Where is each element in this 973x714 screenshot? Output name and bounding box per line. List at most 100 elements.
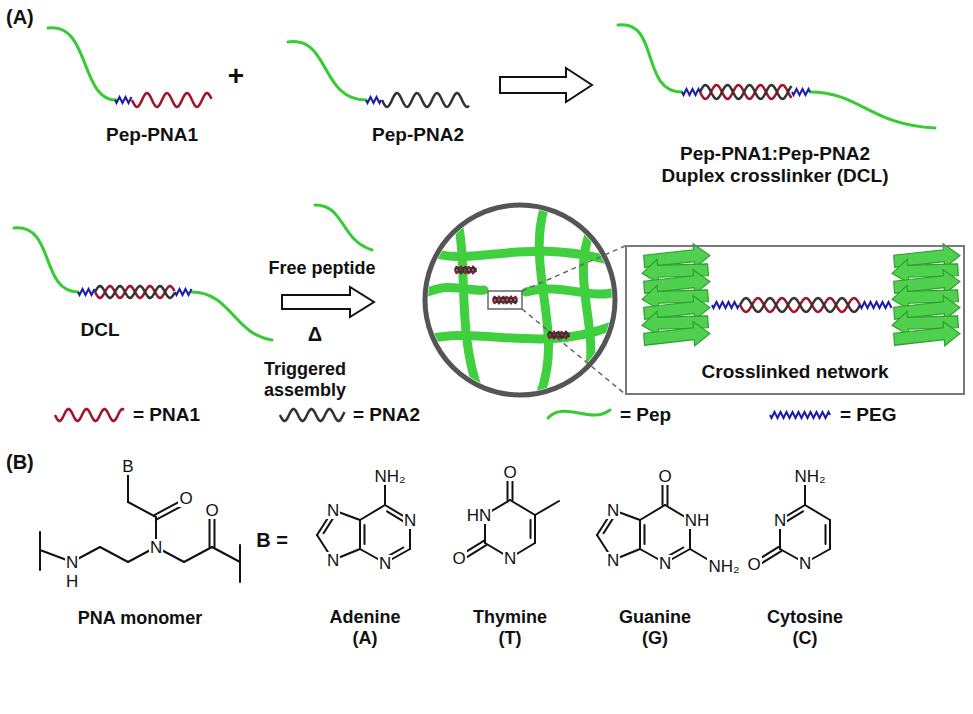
atom-label: O xyxy=(657,468,672,485)
peg-linker xyxy=(860,302,892,308)
peptide-strand xyxy=(288,42,366,100)
pna-strand xyxy=(700,85,792,99)
pna-strand xyxy=(55,85,892,421)
atom-label: O xyxy=(204,502,219,519)
pna-strand xyxy=(280,409,345,421)
peptide-strand xyxy=(14,228,78,292)
atom-label: NH₂ xyxy=(373,468,406,485)
peptide-strand xyxy=(810,92,935,128)
chemical-bond xyxy=(530,520,532,538)
chemical-bond xyxy=(214,514,216,547)
legend-text: = Pep xyxy=(620,404,671,426)
atom-label: H xyxy=(65,573,79,590)
beta-sheet xyxy=(641,243,961,350)
chemical-bond xyxy=(804,482,806,505)
chemical-bond xyxy=(534,515,536,543)
peptide-strand xyxy=(192,292,272,340)
figure-label: Triggered xyxy=(264,359,346,380)
atom-label: N xyxy=(378,555,392,572)
atom-label: O xyxy=(178,490,193,507)
chemical-bond xyxy=(359,520,361,549)
reaction-arrow xyxy=(500,68,592,102)
peg-linker xyxy=(792,89,810,95)
atom-label: HN xyxy=(466,507,493,524)
zoom-line xyxy=(522,246,625,291)
figure-label: Duplex crosslinker (DCL) xyxy=(662,165,889,187)
panel-label: (B) xyxy=(6,451,34,474)
figure-label: Guanine xyxy=(619,607,691,628)
figure-label: Pep-PNA1:Pep-PNA2 xyxy=(662,143,889,165)
zoom-line xyxy=(522,246,625,394)
figure-label: (A) xyxy=(330,628,401,649)
peptide-strand xyxy=(48,28,116,100)
fiber-network xyxy=(425,205,615,395)
atom-label: N xyxy=(326,552,340,569)
chemical-bond xyxy=(829,520,831,549)
panel-label: (A) xyxy=(6,6,34,29)
peg-linker xyxy=(366,97,381,103)
reaction-arrow xyxy=(282,287,374,317)
beta-strand xyxy=(893,321,961,350)
pna-strand xyxy=(493,297,517,303)
atom-label: N xyxy=(403,512,417,529)
chemical-bond xyxy=(324,517,335,534)
chemical-bond xyxy=(662,482,664,505)
chemical-bond xyxy=(760,551,781,564)
peg-linker xyxy=(682,89,700,95)
chemical-bond xyxy=(239,545,241,582)
pna-strand xyxy=(55,409,124,421)
atom-label: N xyxy=(65,554,79,571)
chemical-bond xyxy=(644,525,646,544)
pna-strand xyxy=(95,286,175,298)
pna-strand xyxy=(700,85,792,99)
chemical-bond xyxy=(128,502,156,517)
atom-label: O xyxy=(746,556,761,573)
fiber-network xyxy=(526,289,615,294)
figure-label: PNA monomer xyxy=(78,608,202,629)
figure-label: Free peptide xyxy=(269,258,376,279)
atom-label: N xyxy=(503,550,517,567)
chemical-bond xyxy=(640,505,665,520)
figure-label: Δ xyxy=(308,323,322,346)
figure-label: Pep-PNA1 xyxy=(106,124,198,146)
figure-label: Adenine (A) xyxy=(330,607,401,648)
atom-label: NH₂ xyxy=(793,468,826,485)
peg-linker xyxy=(770,412,830,418)
figure-label: Thymine xyxy=(473,607,547,628)
peg-linker xyxy=(115,97,132,103)
atom-label: N xyxy=(798,555,812,572)
chemical-bond xyxy=(510,500,535,515)
pna-strand xyxy=(132,93,212,107)
pna-strand xyxy=(382,93,469,107)
pna-strand xyxy=(548,332,569,338)
fiber-network xyxy=(455,210,480,395)
chemical-bond xyxy=(465,545,486,558)
figure-label: + xyxy=(228,60,244,92)
atom-label: N xyxy=(606,502,620,519)
zoom-line xyxy=(522,309,625,394)
peg-linker xyxy=(712,302,739,308)
peptide-strand xyxy=(315,205,372,250)
figure-label: Pep-PNA2 xyxy=(372,124,464,146)
chemical-bond xyxy=(639,520,641,549)
legend-text: = PNA1 xyxy=(133,404,200,426)
figure-label: Triggered assembly xyxy=(264,359,346,400)
atom-label: N xyxy=(773,512,787,529)
pna-strand xyxy=(740,298,860,312)
pna-strand xyxy=(455,267,476,273)
pna-strand xyxy=(548,332,569,338)
chemical-bond xyxy=(512,478,514,500)
peptide-strand xyxy=(618,25,682,92)
fiber-network xyxy=(539,205,548,395)
legend-text: = PNA2 xyxy=(353,404,420,426)
atom-label: N xyxy=(149,539,163,556)
chemical-bond xyxy=(384,482,386,505)
atom-label: NH₂ xyxy=(707,558,740,575)
chemical-bond xyxy=(209,514,211,547)
chemical-bond xyxy=(604,517,615,534)
figure-label: Guanine (G) xyxy=(619,607,691,648)
figure-label: Cytosine (C) xyxy=(767,607,843,648)
peg-linker xyxy=(175,289,192,295)
